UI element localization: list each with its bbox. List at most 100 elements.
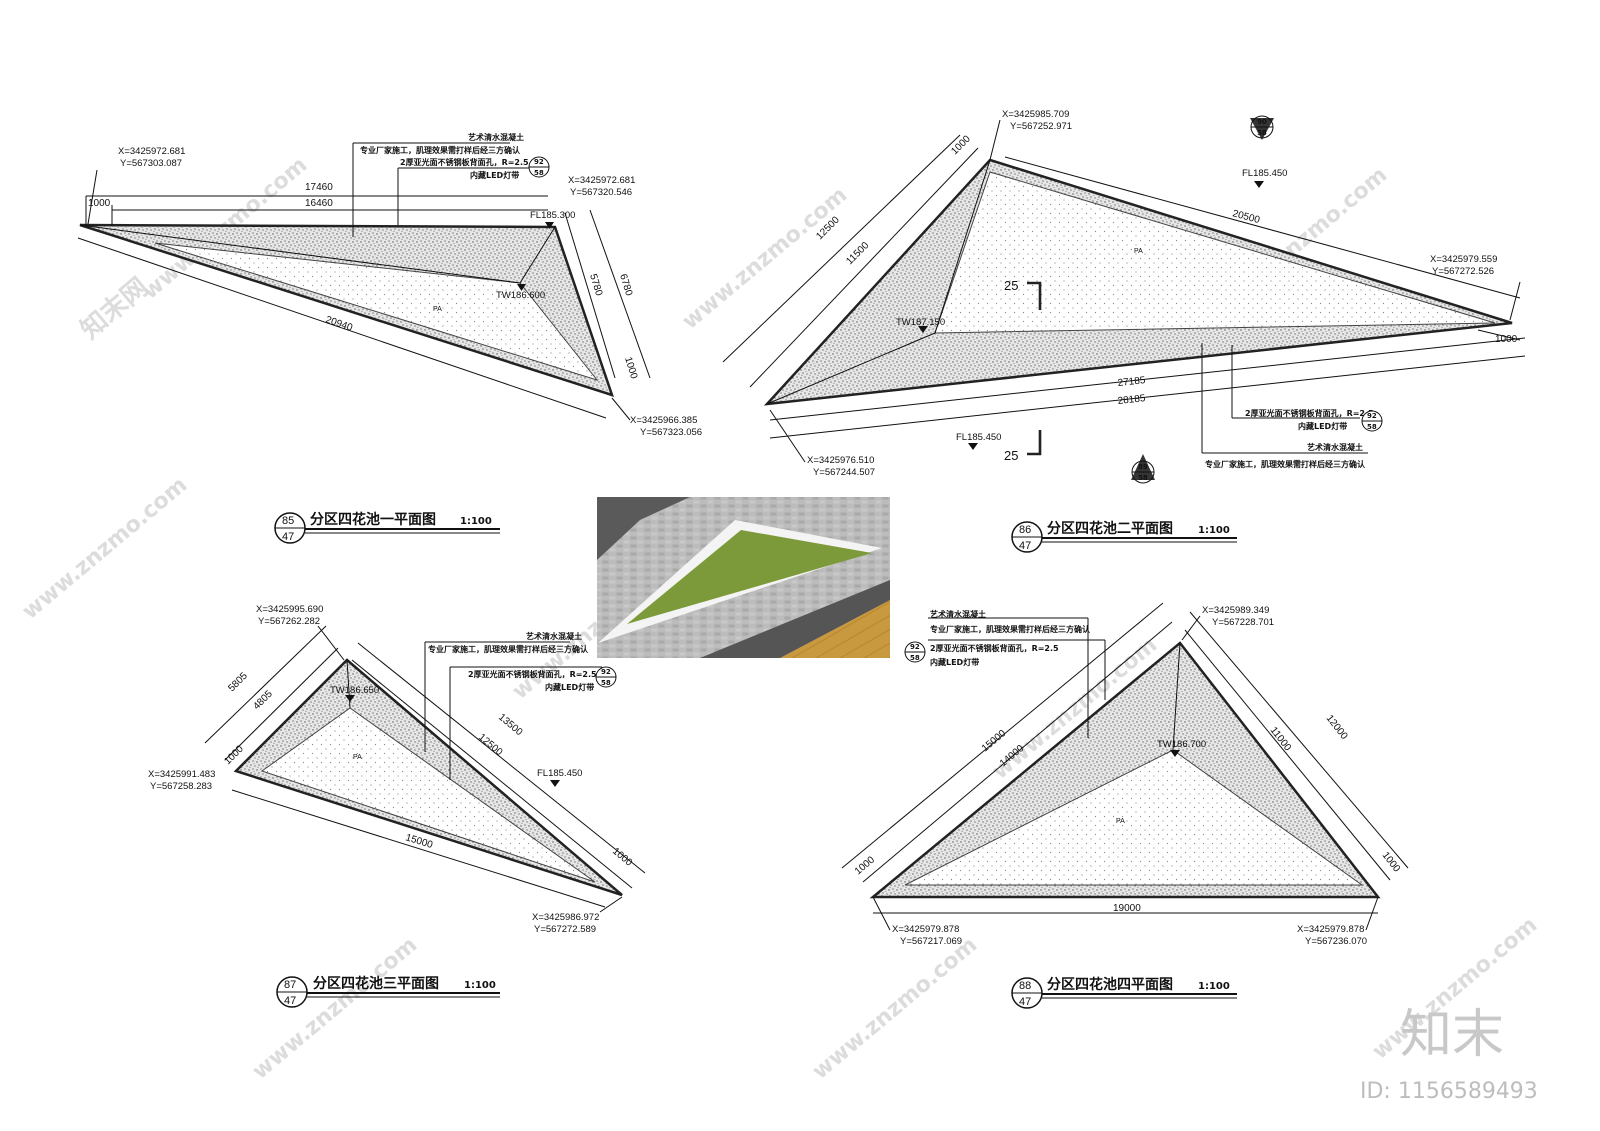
plan-scale: 1:100 <box>464 980 496 991</box>
coord-label: X=3425991.483 <box>148 769 215 780</box>
plan-2: 12500 11500 1000 20500 27185 28185 1000 … <box>722 109 1526 553</box>
note-text: 内藏LED灯带 <box>930 657 979 667</box>
plan-title-block: 88 47 分区四花池四平面图 1:100 <box>1011 976 1237 1009</box>
level-label: TW186.700 <box>1157 739 1206 750</box>
section-mark <box>1027 430 1042 456</box>
note-text: 专业厂家施工，肌理效果需打样后经三方确认 <box>1205 459 1366 469</box>
dim-label: 12500 <box>476 732 505 759</box>
coord-label: X=3425995.690 <box>256 604 323 615</box>
dim-label: 1000 <box>610 846 634 869</box>
note-text: 2厚亚光面不锈钢板背面孔，R=2.5 <box>468 669 597 679</box>
dim-label: 27185 <box>1117 375 1146 389</box>
note-text: 专业厂家施工，肌理效果需打样后经三方确认 <box>428 644 589 654</box>
coord-label: Y=567228.701 <box>1212 617 1274 628</box>
planter-4-inner <box>904 749 1364 886</box>
dim-label: 1000 <box>949 133 973 157</box>
svg-text:47: 47 <box>282 531 294 543</box>
zone-label: PA <box>353 754 362 761</box>
svg-text:58: 58 <box>1367 423 1377 431</box>
note-text: 2厚亚光面不锈钢板背面孔，R=2.5 <box>930 643 1059 653</box>
note-text: 2厚亚光面不锈钢板背面孔，R=2.5 <box>400 157 529 167</box>
level-label: FL185.300 <box>530 210 575 221</box>
coord-label: X=3425979.559 <box>1430 254 1497 265</box>
dim-label: 1000 <box>622 356 639 381</box>
coord-label: Y=567244.507 <box>813 467 875 478</box>
coord-label: Y=567236.070 <box>1305 936 1367 947</box>
section-ref-marker: 90 58 <box>1250 115 1274 140</box>
detail-ref-marker: 92 58 <box>904 641 926 663</box>
section-label: 25 <box>1004 448 1018 463</box>
dim-label: 19000 <box>1113 903 1141 914</box>
detail-ref-marker: 92 58 <box>1361 410 1383 432</box>
dim-label: 1000 <box>853 854 877 877</box>
coord-label: Y=567272.589 <box>534 924 596 935</box>
note-text: 专业厂家施工，肌理效果需打样后经三方确认 <box>360 145 521 155</box>
svg-text:58: 58 <box>1138 474 1148 482</box>
brand-logo: 知末 <box>1400 1005 1504 1065</box>
plan-title: 分区四花池三平面图 <box>313 975 439 992</box>
svg-text:88: 88 <box>1019 980 1031 992</box>
dim-label: 11500 <box>844 240 871 267</box>
svg-text:58: 58 <box>534 169 544 177</box>
note-text: 艺术清水混凝土 <box>1307 442 1363 452</box>
zone-label: PA <box>433 306 442 313</box>
svg-text:92: 92 <box>910 643 920 651</box>
svg-text:90: 90 <box>1257 118 1267 126</box>
plan-scale: 1:100 <box>1198 981 1230 992</box>
plan-1: 17460 16460 1000 20940 5780 6780 1000 X=… <box>77 132 702 544</box>
note-text: 艺术清水混凝土 <box>526 631 582 641</box>
coord-label: Y=567303.087 <box>120 158 182 169</box>
note-text: 内藏LED灯带 <box>1298 421 1347 431</box>
plan-title: 分区四花池四平面图 <box>1047 976 1173 993</box>
note-text: 专业厂家施工，肌理效果需打样后经三方确认 <box>930 624 1091 634</box>
dim-label: 16460 <box>305 198 333 209</box>
coord-label: X=3425976.510 <box>807 455 874 466</box>
level-label: TW186.600 <box>496 290 545 301</box>
planter-1-inner <box>154 242 599 381</box>
coord-label: Y=567258.283 <box>150 781 212 792</box>
coord-label: X=3425986.972 <box>532 912 599 923</box>
plan-title: 分区四花池一平面图 <box>310 511 436 528</box>
note-text: 艺术清水混凝土 <box>930 609 986 619</box>
svg-text:58: 58 <box>1257 129 1267 137</box>
watermark-text: www.znzmo.com <box>678 183 852 335</box>
svg-text:89: 89 <box>1138 463 1148 471</box>
plan-title-block: 86 47 分区四花池二平面图 1:100 <box>1011 520 1237 553</box>
svg-text:47: 47 <box>284 995 296 1007</box>
coord-label: Y=567217.069 <box>900 936 962 947</box>
level-label: TW186.650 <box>330 685 379 696</box>
note-text: 内藏LED灯带 <box>470 170 519 180</box>
plan-scale: 1:100 <box>1198 525 1230 536</box>
dim-label: 20940 <box>324 314 354 334</box>
plan-scale: 1:100 <box>460 516 492 527</box>
detail-ref-marker: 92 58 <box>595 666 617 688</box>
dim-label: 13500 <box>496 712 525 739</box>
watermark-text: www.znzmo.com <box>808 933 982 1085</box>
coord-label: Y=567323.056 <box>640 427 702 438</box>
section-mark <box>1027 281 1042 310</box>
note-text: 艺术清水混凝土 <box>468 132 524 142</box>
svg-text:92: 92 <box>601 668 611 676</box>
planter-2-inner <box>934 171 1496 334</box>
level-label: FL185.450 <box>1242 168 1287 179</box>
svg-text:85: 85 <box>282 515 294 527</box>
brand-id: ID: 1156589493 <box>1360 1079 1538 1104</box>
dim-label: 1000 <box>88 198 111 209</box>
detail-ref-marker: 92 58 <box>528 156 550 178</box>
coord-label: X=3425989.349 <box>1202 605 1269 616</box>
zone-label: PA <box>1116 818 1125 825</box>
note-text: 2厚亚光面不锈钢板背面孔，R=2.5 <box>1245 408 1374 418</box>
watermark-text: www.znzmo.com <box>248 933 422 1085</box>
zone-label: PA <box>1134 248 1143 255</box>
coord-label: Y=567262.282 <box>258 616 320 627</box>
coord-label: X=3425979.878 <box>1297 924 1364 935</box>
coord-label: Y=567320.546 <box>570 187 632 198</box>
coord-label: X=3425972.681 <box>118 146 185 157</box>
planter-3-inner <box>260 707 596 883</box>
dim-label: 1000 <box>1495 334 1518 345</box>
level-label: TW187.150 <box>896 317 945 328</box>
section-label: 25 <box>1004 278 1018 293</box>
dim-label: 15000 <box>980 728 1009 755</box>
svg-text:92: 92 <box>1367 412 1377 420</box>
